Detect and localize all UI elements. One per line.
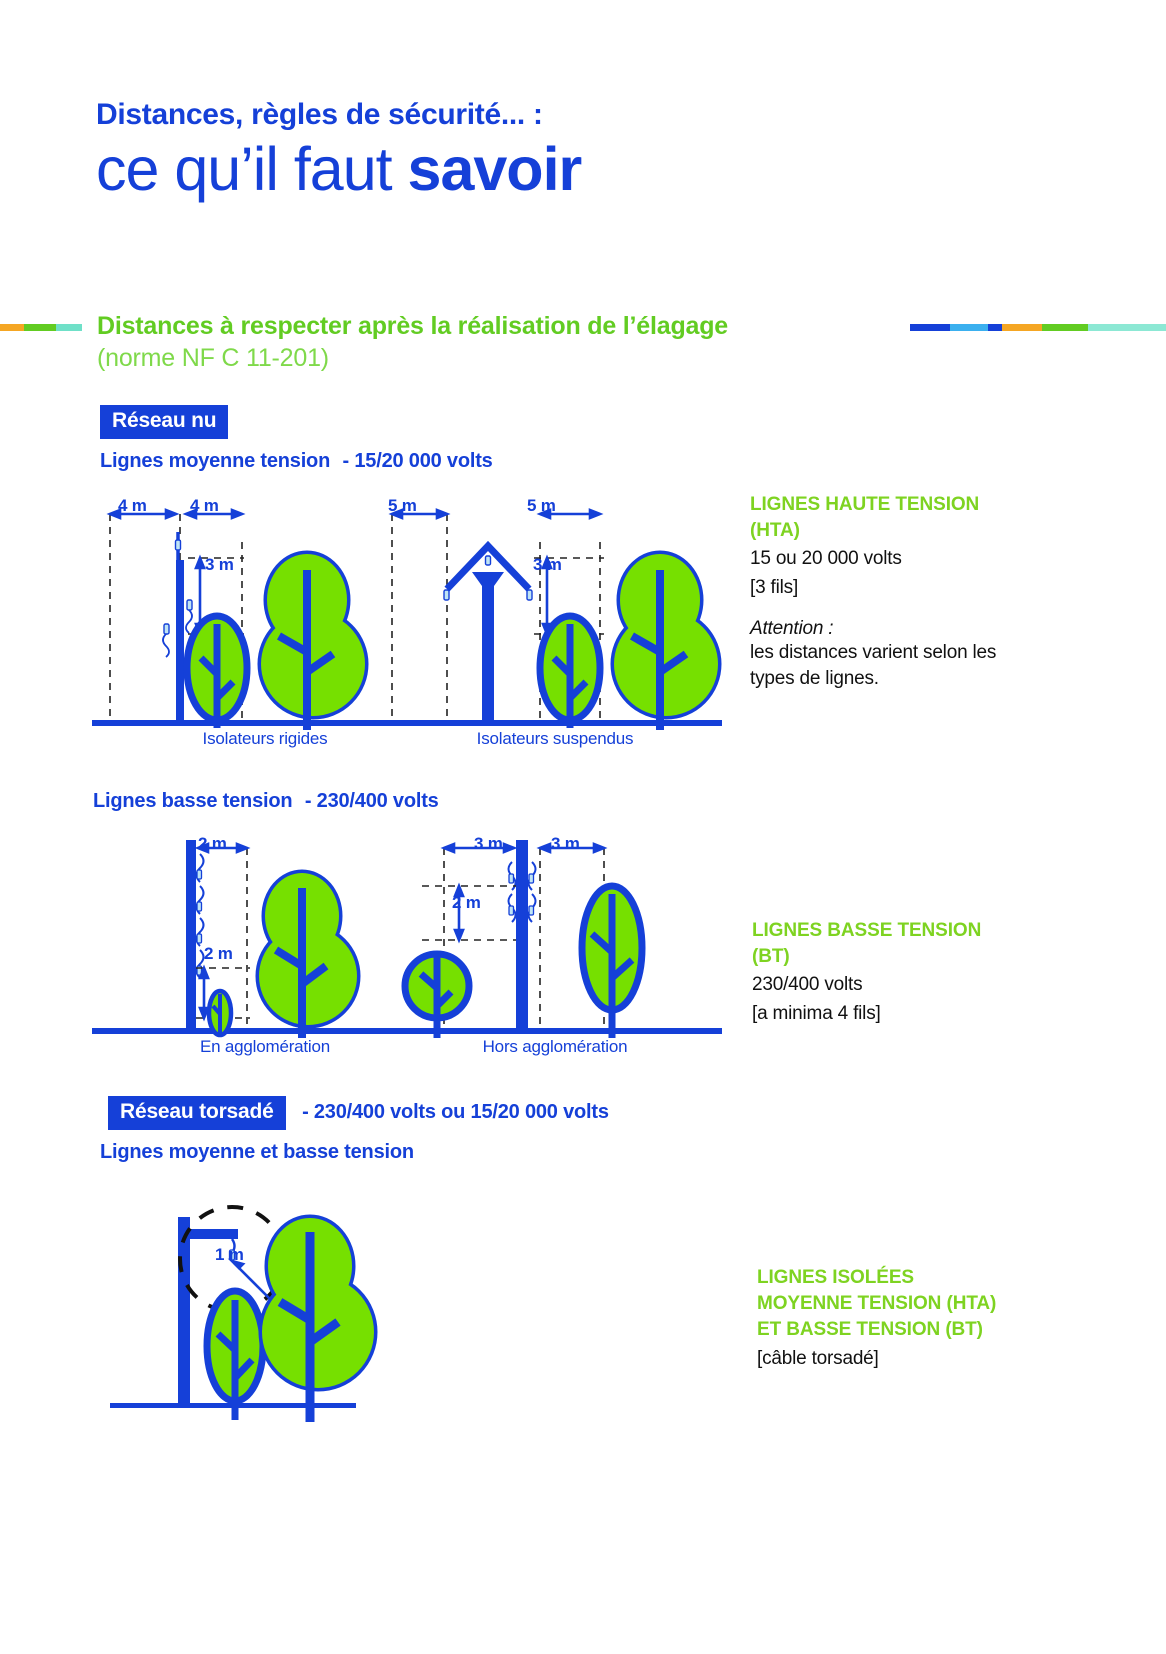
dim-label-1m-torsade: 1 m bbox=[215, 1245, 244, 1264]
badge-reseau-torsade-wrap: Réseau torsadé - 230/400 volts ou 15/20 … bbox=[108, 1096, 609, 1130]
dim-label-5m-left: 5 m bbox=[388, 496, 417, 515]
note-haute-tension-title: LIGNES HAUTE TENSION (HTA) bbox=[750, 494, 980, 542]
note-lignes-isolees-title: LIGNES ISOLÉES MOYENNE TENSION (HTA) ET … bbox=[757, 1267, 997, 1341]
badge-torsade-voltage: - 230/400 volts ou 15/20 000 volts bbox=[302, 1101, 609, 1123]
subheading-voltage-bt: - 230/400 volts bbox=[304, 790, 439, 812]
note-haute-tension-line1: 15 ou 20 000 volts bbox=[750, 548, 902, 570]
caption-isolateurs-rigides: Isolateurs rigides bbox=[202, 729, 328, 748]
dim-label-2m-agglo-vert: 2 m bbox=[204, 944, 233, 963]
section-header: Distances à respecter après la réalisati… bbox=[0, 306, 1166, 386]
note-haute-tension: LIGNES HAUTE TENSION (HTA) 15 ou 20 000 … bbox=[750, 492, 1000, 693]
dim-label-3m-right: 3 m bbox=[533, 555, 562, 574]
diagram-moyenne-tension-svg bbox=[92, 508, 722, 732]
caption-hors-agglomeration: Hors agglomération bbox=[482, 1037, 628, 1056]
note-basse-tension-line1: 230/400 volts bbox=[752, 974, 863, 996]
badge-reseau-torsade: Réseau torsadé bbox=[108, 1096, 286, 1130]
dim-label-3m-hors-right: 3 m bbox=[551, 834, 580, 853]
decorative-rule-right bbox=[910, 324, 1166, 331]
caption-en-agglomeration: En agglomération bbox=[199, 1037, 331, 1056]
subheading-basse-tension: Lignes basse tension - 230/400 volts bbox=[93, 790, 439, 813]
diagram-basse-tension-svg bbox=[92, 840, 722, 1040]
title-kicker: Distances, règles de sécurité... : bbox=[96, 98, 543, 131]
note-lignes-isolees: LIGNES ISOLÉES MOYENNE TENSION (HTA) ET … bbox=[757, 1265, 1007, 1372]
dim-label-2m-agglo: 2 m bbox=[198, 834, 227, 853]
diagram-torsade bbox=[110, 1195, 510, 1425]
note-haute-tension-warning-label: Attention : bbox=[750, 617, 834, 639]
subheading-voltage: - 15/20 000 volts bbox=[342, 450, 493, 472]
title-main-light: ce qu’il faut bbox=[96, 135, 408, 203]
subheading-label-torsade: Lignes moyenne et basse tension bbox=[100, 1141, 414, 1163]
subheading-moyenne-tension: Lignes moyenne tension - 15/20 000 volts bbox=[100, 450, 493, 473]
note-lignes-isolees-line1: [câble torsadé] bbox=[757, 1347, 879, 1369]
title-main-bold: savoir bbox=[407, 135, 583, 203]
page-title: ce qu’il faut savoir bbox=[96, 135, 996, 203]
badge-reseau-nu: Réseau nu bbox=[100, 405, 229, 439]
dim-label-4m-left: 4 m bbox=[118, 496, 147, 515]
dim-label-4m-right: 4 m bbox=[190, 496, 219, 515]
subheading-label-bt: Lignes basse tension bbox=[93, 790, 293, 812]
page-title-block: Distances, règles de sécurité... : ce qu… bbox=[96, 98, 996, 203]
dim-label-2m-hors-vert: 2 m bbox=[452, 893, 481, 912]
diagram-moyenne-tension bbox=[92, 492, 722, 732]
note-basse-tension: LIGNES BASSE TENSION (BT) 230/400 volts … bbox=[752, 918, 1002, 1028]
section-subheading: (norme NF C 11-201) bbox=[97, 344, 329, 372]
subheading-label: Lignes moyenne tension bbox=[100, 450, 331, 472]
caption-isolateurs-suspendus: Isolateurs suspendus bbox=[476, 729, 634, 748]
decorative-rule-left bbox=[0, 324, 82, 331]
note-haute-tension-line2: [3 fils] bbox=[750, 577, 799, 599]
note-haute-tension-warning-body: les distances varient selon les types de… bbox=[750, 641, 997, 690]
section-heading: Distances à respecter après la réalisati… bbox=[97, 312, 728, 340]
diagram-torsade-svg bbox=[110, 1205, 510, 1425]
dim-label-5m-right: 5 m bbox=[527, 496, 556, 515]
diagram-basse-tension bbox=[92, 830, 722, 1040]
subheading-torsade: Lignes moyenne et basse tension bbox=[100, 1141, 414, 1164]
note-basse-tension-line2: [a minima 4 fils] bbox=[752, 1003, 881, 1025]
note-basse-tension-title: LIGNES BASSE TENSION (BT) bbox=[752, 920, 982, 968]
dim-label-3m-left: 3 m bbox=[205, 555, 234, 574]
badge-reseau-nu-wrap: Réseau nu bbox=[100, 405, 229, 439]
dim-label-3m-hors-left: 3 m bbox=[474, 834, 503, 853]
